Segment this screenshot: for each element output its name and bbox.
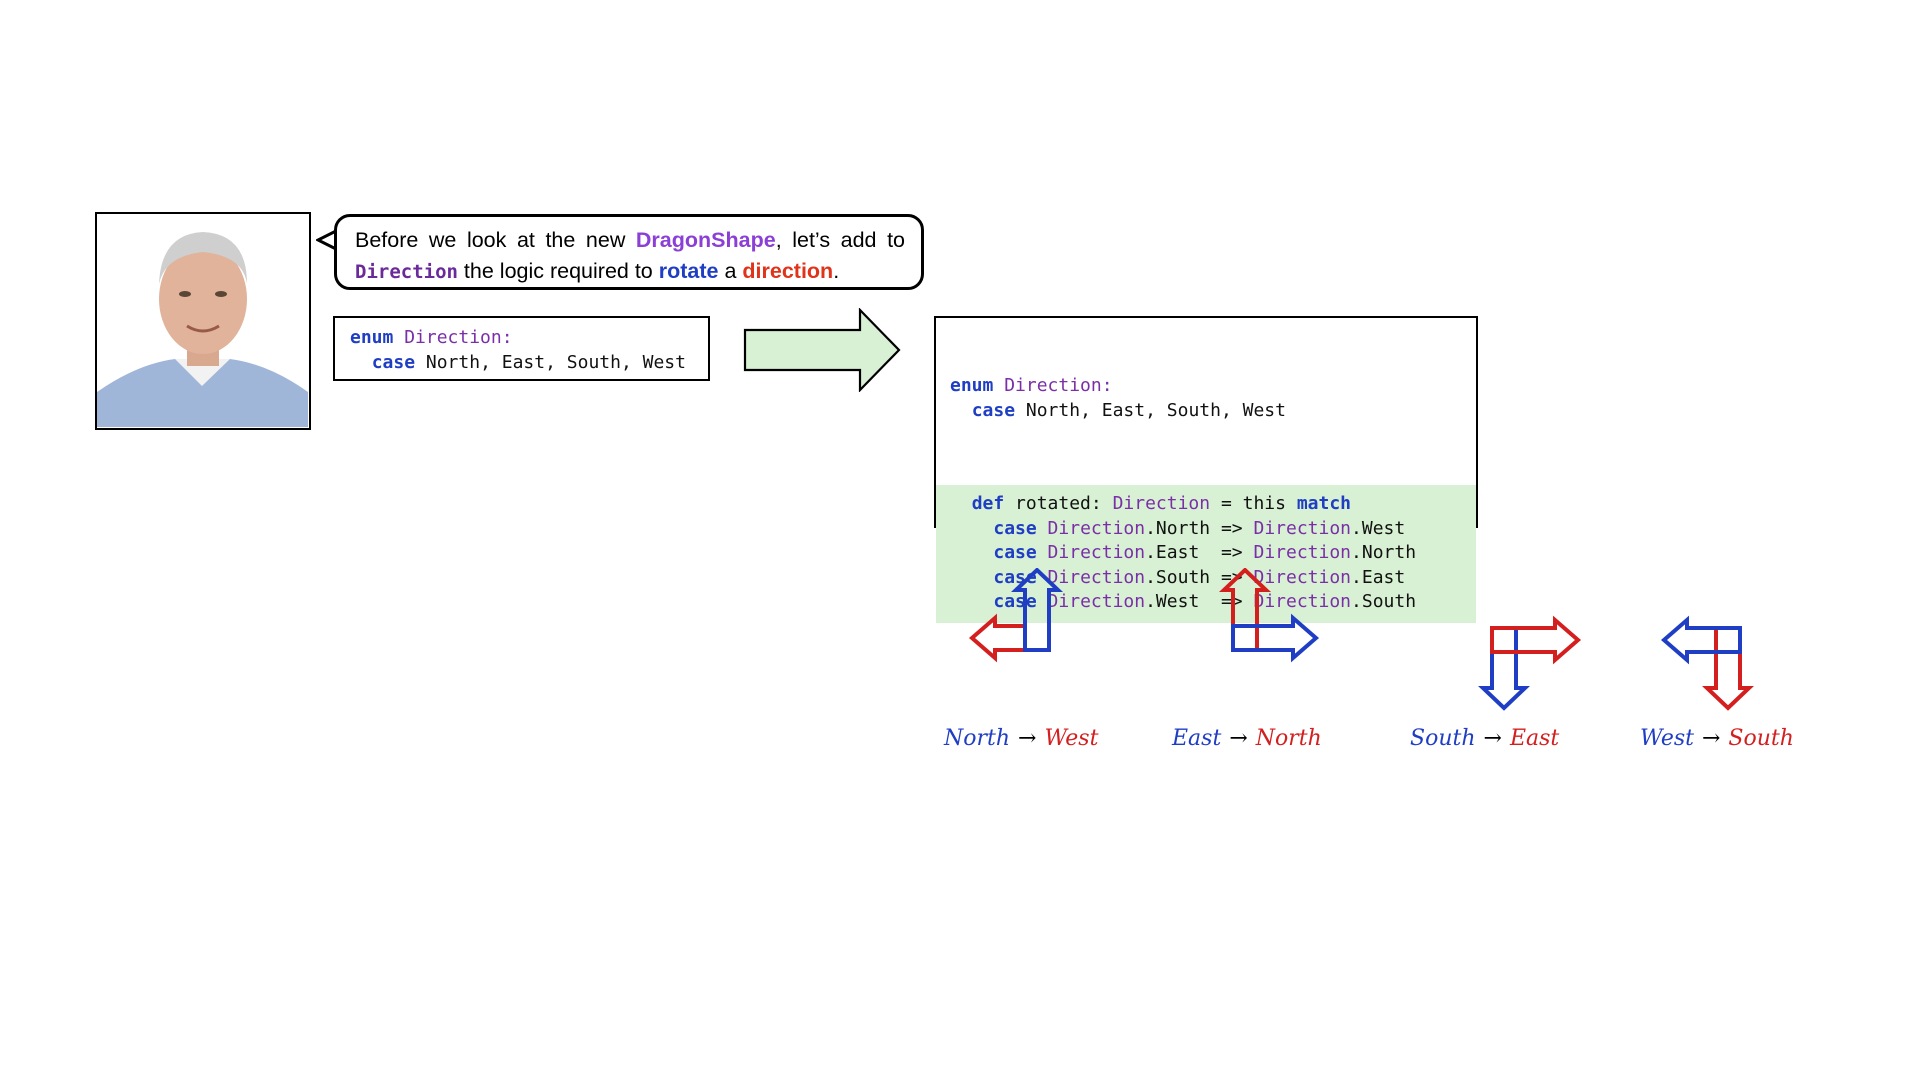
code-text: .East [1145,542,1211,563]
code-indent [950,518,993,539]
code-type: Direction [1253,517,1352,539]
arrow-east-icon [1231,613,1320,663]
rotation-arrow: → [1701,726,1721,751]
rotation-arrow: → [1018,726,1037,751]
speech-text: Before we look at the new [355,228,636,252]
code-line: enum Direction: [950,374,1476,399]
arrow-south-icon [1478,626,1530,711]
code-after-rotated-method: def rotated: Direction = this match case… [936,485,1476,623]
code-text: .North [1145,517,1211,539]
speech-line-1: Before we look at the new DragonShape, l… [355,225,905,256]
rotation-glyph-east-north [1219,568,1320,663]
code-text: .South [1145,566,1211,588]
code-text: North, East, South, West [1015,399,1286,421]
code-keyword: enum [950,375,994,396]
code-text: : [1101,375,1113,396]
speech-highlight-rotate: rotate [658,259,719,283]
code-text: .East [1351,566,1406,588]
code-type: Direction [1112,493,1211,514]
code-text: .South [1351,591,1417,612]
arrow-south-icon [1702,626,1754,711]
code-text: North, East, South, West [415,352,686,373]
speech-highlight-direction-type: Direction [355,261,458,283]
rotation-to: South [1728,726,1794,751]
code-line: case Direction.East => Direction.North [950,541,1476,566]
rotation-glyph-west-south [1660,615,1754,711]
rotation-to: East [1509,726,1560,751]
speech-highlight-dragonshape: DragonShape [635,228,776,252]
code-text: : [501,327,513,348]
code-type: Direction [1036,542,1146,563]
code-type: Direction [1253,542,1352,563]
code-keyword: case [371,352,416,373]
arrow-east-icon [1490,615,1582,665]
code-text: .West [1145,591,1211,612]
code-line: def rotated: Direction = this match [950,492,1476,517]
code-keyword: match [1296,493,1352,514]
code-text: => [1210,517,1254,539]
speech-text: , let’s add to [775,228,905,252]
code-keyword: def [971,493,1005,514]
code-keyword: case [993,517,1037,539]
code-line: case North, East, South, West [950,399,1476,424]
code-line: case Direction.South => Direction.East [950,566,1476,591]
code-line: case North, East, South, West [350,350,708,375]
rotation-label-west-south: West → South [1640,726,1794,751]
presenter-portrait-image [97,214,308,427]
rotation-glyph-north-west [968,568,1063,663]
code-text: .West [1351,517,1406,539]
arrow-west-icon [1660,615,1742,665]
presenter-photo [95,212,311,430]
code-before-box: enum Direction: case North, East, South,… [333,316,710,381]
code-line: case Direction.West => Direction.South [950,590,1476,615]
code-indent [350,352,372,373]
rotation-arrow: → [1229,726,1248,751]
code-indent [950,542,993,563]
code-type: Direction [1036,517,1146,539]
code-type: Direction [393,327,502,348]
rotation-from: East [1172,726,1222,751]
rotation-from: North [944,726,1011,751]
code-text: = this [1210,493,1297,514]
speech-text: . [833,259,840,283]
code-after-box: enum Direction: case North, East, South,… [934,316,1478,623]
code-line: enum Direction: [350,325,708,350]
code-text: => [1210,542,1254,563]
rotation-label-north-west: North → West [944,726,1098,751]
code-type: Direction [1253,591,1352,612]
rotation-glyph-south-east [1478,615,1582,711]
speech-line-2: Direction the logic required to rotate a… [355,256,905,288]
speech-bubble: Before we look at the new DragonShape, l… [334,214,924,290]
rotation-from: South [1410,726,1476,751]
code-text: .North [1351,542,1417,563]
transform-arrow-icon [743,308,901,392]
rotation-label-south-east: South → East [1410,726,1559,751]
code-indent [950,493,972,514]
code-type: Direction [1036,566,1146,588]
speech-text: the logic required to [457,259,659,283]
rotation-arrow: → [1483,726,1502,751]
rotation-to: West [1044,726,1099,751]
rotation-label-east-north: East → North [1172,726,1322,751]
speech-highlight-direction: direction [742,259,834,283]
code-type: Direction [1036,591,1146,612]
code-type: Direction [993,375,1102,396]
arrow-west-icon [968,613,1027,663]
speech-bubble-tail [316,228,339,252]
rotation-from: West [1640,726,1694,751]
code-type: Direction [1253,566,1352,588]
arrow-north-icon [1219,568,1271,652]
arrow-north-icon [1011,568,1063,652]
code-keyword: case [971,399,1016,421]
code-text: rotated: [1004,493,1113,514]
code-indent [950,400,972,421]
code-keyword: enum [350,327,394,348]
code-after-enum: enum Direction: case North, East, South,… [936,367,1476,436]
speech-text: a [718,259,743,283]
rotation-to: North [1255,726,1322,751]
code-line: case Direction.North => Direction.West [950,517,1476,542]
code-text: => [1210,566,1254,588]
code-keyword: case [993,542,1037,563]
